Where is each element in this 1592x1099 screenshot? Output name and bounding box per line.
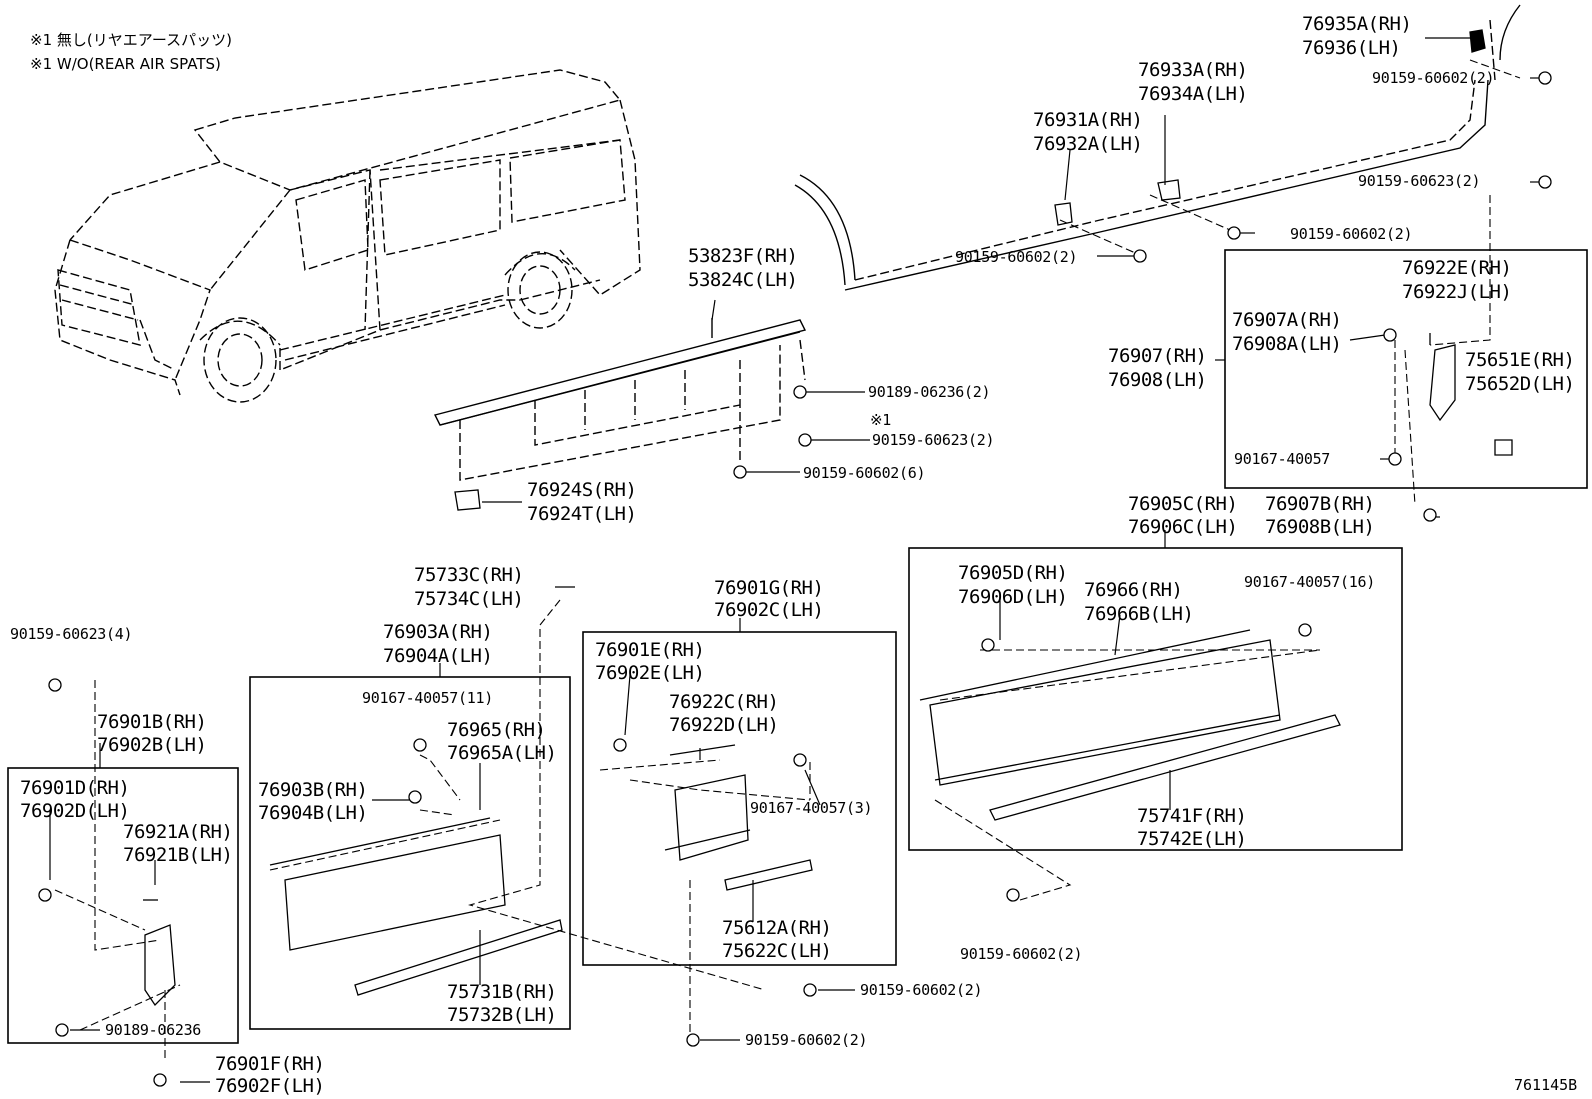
label-76965A: 76965A(LH) xyxy=(447,742,557,764)
frame-76905C xyxy=(908,547,1403,851)
label-76901B: 76901B(RH) xyxy=(97,711,207,733)
label-76907A: 76907A(RH) xyxy=(1232,309,1342,331)
label-76908: 76908(LH) xyxy=(1108,369,1207,391)
label-90159-60602-c: 90159-60602(2) xyxy=(955,248,1078,266)
label-76901G: 76901G(RH) xyxy=(714,577,824,599)
van-wheels xyxy=(199,251,576,403)
label-76933A: 76933A(RH) xyxy=(1138,59,1248,81)
label-76966B: 76966B(LH) xyxy=(1084,603,1194,625)
figure-id: 761145B xyxy=(1514,1076,1578,1094)
label-90189-06236-2: 90189-06236(2) xyxy=(868,383,991,401)
label-76934A: 76934A(LH) xyxy=(1138,83,1248,105)
label-76905D: 76905D(RH) xyxy=(958,562,1068,584)
label-90159-60602-f: 90159-60602(2) xyxy=(745,1031,868,1049)
frame-76903A xyxy=(249,676,571,1030)
assembly-guides xyxy=(54,59,1521,1060)
label-75651E: 75651E(RH) xyxy=(1465,349,1575,371)
label-90189-06236: 90189-06236 xyxy=(105,1021,202,1039)
label-90167-40057-3: 90167-40057(3) xyxy=(750,799,873,817)
label-76966: 76966(RH) xyxy=(1084,579,1183,601)
screw-icons xyxy=(38,71,1552,1087)
label-76906C: 76906C(LH) xyxy=(1128,516,1238,538)
label-76924T: 76924T(LH) xyxy=(527,503,637,525)
assembly-frames xyxy=(7,249,1588,1044)
label-53824C: 53824C(LH) xyxy=(688,269,798,291)
label-76924S: 76924S(RH) xyxy=(527,479,637,501)
label-76931A: 76931A(RH) xyxy=(1033,109,1143,131)
note-english: ※1 W/O(REAR AIR SPATS) xyxy=(30,55,221,73)
label-76902D: 76902D(LH) xyxy=(20,800,130,822)
label-90159-60602-d: 90159-60602(2) xyxy=(960,945,1083,963)
label-76901F: 76901F(RH) xyxy=(215,1053,325,1075)
label-76901E: 76901E(RH) xyxy=(595,639,705,661)
part-sketches xyxy=(38,29,1552,1087)
label-76932A: 76932A(LH) xyxy=(1033,133,1143,155)
frame-76901B xyxy=(7,767,239,1044)
label-ref-mark: ※1 xyxy=(870,411,891,429)
label-76902B: 76902B(LH) xyxy=(97,734,207,756)
label-76902F: 76902F(LH) xyxy=(215,1075,325,1097)
label-76904A: 76904A(LH) xyxy=(383,645,493,667)
label-75612A: 75612A(RH) xyxy=(722,917,832,939)
label-76903A: 76903A(RH) xyxy=(383,621,493,643)
label-90159-60623-a: 90159-60623(2) xyxy=(1358,172,1481,190)
label-76908A: 76908A(LH) xyxy=(1232,333,1342,355)
label-90159-60623-b: 90159-60623(2) xyxy=(872,431,995,449)
label-90159-60602-e: 90159-60602(2) xyxy=(860,981,983,999)
label-76921B: 76921B(LH) xyxy=(123,844,233,866)
label-76921A: 76921A(RH) xyxy=(123,821,233,843)
label-75732B: 75732B(LH) xyxy=(447,1004,557,1026)
label-76922C: 76922C(RH) xyxy=(669,691,779,713)
label-76922E: 76922E(RH) xyxy=(1402,257,1512,279)
rocker-panel-53823F xyxy=(433,318,807,481)
label-76908B: 76908B(LH) xyxy=(1265,516,1375,538)
label-90167-40057-16: 90167-40057(16) xyxy=(1244,573,1375,591)
label-76903B: 76903B(RH) xyxy=(258,779,368,801)
label-76922J: 76922J(LH) xyxy=(1402,281,1512,303)
note-japanese: ※1 無し(リヤエアースパッツ) xyxy=(30,31,232,49)
label-75733C: 75733C(RH) xyxy=(414,564,524,586)
label-76902E: 76902E(LH) xyxy=(595,662,705,684)
label-76907: 76907(RH) xyxy=(1108,345,1207,367)
label-76907B: 76907B(RH) xyxy=(1265,493,1375,515)
label-75731B: 75731B(RH) xyxy=(447,981,557,1003)
label-76936: 76936(LH) xyxy=(1302,37,1401,59)
label-76901D: 76901D(RH) xyxy=(20,777,130,799)
label-76905C: 76905C(RH) xyxy=(1128,493,1238,515)
frame-76907 xyxy=(1224,249,1588,489)
label-76902C: 76902C(LH) xyxy=(714,599,824,621)
label-75622C: 75622C(LH) xyxy=(722,940,832,962)
label-75741F: 75741F(RH) xyxy=(1137,805,1247,827)
label-76965: 76965(RH) xyxy=(447,719,546,741)
label-53823F: 53823F(RH) xyxy=(688,245,798,267)
rear-wheel-arch xyxy=(794,4,1521,291)
label-75652D: 75652D(LH) xyxy=(1465,373,1575,395)
label-75734C: 75734C(LH) xyxy=(414,588,524,610)
leader-lines xyxy=(49,37,1545,1083)
label-90167-40057: 90167-40057 xyxy=(1234,450,1331,468)
label-76935A: 76935A(RH) xyxy=(1302,13,1412,35)
label-75742E: 75742E(LH) xyxy=(1137,828,1247,850)
van-illustration xyxy=(54,69,641,396)
label-90159-60602-6: 90159-60602(6) xyxy=(803,464,926,482)
label-90159-60623-4: 90159-60623(4) xyxy=(10,625,133,643)
label-90159-60602-a: 90159-60602(2) xyxy=(1372,69,1495,87)
label-76904B: 76904B(LH) xyxy=(258,802,368,824)
label-90167-40057-11: 90167-40057(11) xyxy=(362,689,493,707)
label-76922D: 76922D(LH) xyxy=(669,714,779,736)
label-90159-60602-b: 90159-60602(2) xyxy=(1290,225,1413,243)
label-76906D: 76906D(LH) xyxy=(958,586,1068,608)
